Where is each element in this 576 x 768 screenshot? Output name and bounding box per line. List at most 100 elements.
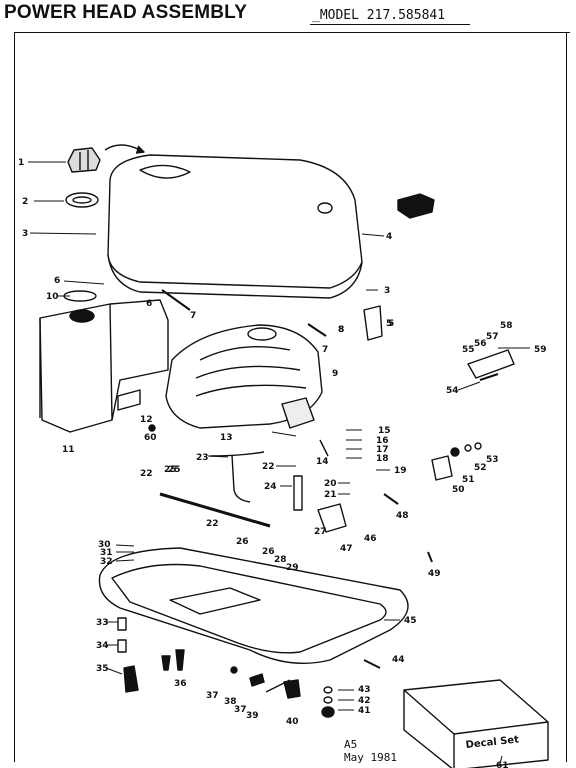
callout-50: 50 [452, 485, 465, 495]
callout-3b: 3 [384, 286, 390, 296]
throttle-rod [159, 492, 271, 528]
callout-42: 42 [358, 696, 371, 706]
callout-32: 32 [100, 557, 113, 567]
cap-gasket [65, 192, 99, 208]
callout-27: 27 [314, 527, 327, 537]
callout-25b: 25 [168, 465, 181, 475]
callout-37: 37 [206, 691, 219, 701]
choke-lever [123, 665, 139, 693]
callout-16: 16 [376, 436, 389, 446]
model-number: _MODEL 217.585841 [312, 8, 446, 23]
callout-5b: 5 [386, 319, 392, 329]
callout-60: 60 [144, 433, 157, 443]
callout-19: 19 [394, 466, 407, 476]
fuel-cap [67, 147, 101, 173]
engine-power-head [165, 324, 323, 429]
callout-11: 11 [62, 445, 75, 455]
callout-51: 51 [462, 475, 475, 485]
callout-46: 46 [364, 534, 377, 544]
callout-1: 1 [18, 158, 24, 168]
callout-29: 29 [286, 563, 299, 573]
callout-57: 57 [486, 332, 499, 342]
callout-2: 2 [22, 197, 28, 207]
callout-7: 7 [190, 311, 196, 321]
callout-23: 23 [196, 453, 209, 463]
callout-33: 33 [96, 618, 109, 628]
callout-54: 54 [446, 386, 459, 396]
callout-15: 15 [378, 426, 391, 436]
callout-47: 47 [340, 544, 353, 554]
callout-8b: 8 [338, 325, 344, 335]
engine-cover-opening [139, 164, 191, 179]
rotation-arrow [104, 144, 141, 151]
tank-bracket [117, 389, 141, 411]
callout-58: 58 [500, 321, 513, 331]
callout-37b: 37 [234, 705, 247, 715]
callout-18: 18 [376, 454, 389, 464]
decal-set-box [403, 679, 549, 768]
callout-6b: 6 [146, 299, 152, 309]
callout-3: 3 [22, 229, 28, 239]
callout-labels: 1 2 3 4 3 5 6 7 8 9 10 11 12 13 14 15 16… [18, 158, 547, 768]
callout-6: 6 [54, 276, 60, 286]
callout-5: 5 [388, 319, 394, 329]
callout-22: 22 [262, 462, 275, 472]
diagram-title: POWER HEAD ASSEMBLY [4, 2, 248, 23]
callout-28: 28 [274, 555, 287, 565]
lower-cowl-pan [98, 547, 409, 664]
callout-13: 13 [220, 433, 233, 443]
fuel-tank [39, 299, 169, 433]
callout-53: 53 [486, 455, 499, 465]
callout-9: 9 [332, 369, 338, 379]
callout-56: 56 [474, 339, 487, 349]
callout-44: 44 [392, 655, 405, 665]
cover-latch-bracket [467, 349, 515, 379]
choke-knob [283, 679, 301, 699]
carburetor [281, 397, 315, 429]
callout-8: 8 [338, 325, 344, 335]
callout-10: 10 [46, 292, 59, 302]
callout-26b: 26 [262, 547, 275, 557]
callout-12: 12 [140, 415, 153, 425]
callout-14: 14 [316, 457, 329, 467]
page-code: A5 [344, 738, 358, 751]
fuel-line [209, 451, 265, 457]
callout-31: 31 [100, 548, 113, 558]
frame-border-right [566, 32, 567, 762]
tank-filler-neck [69, 309, 95, 323]
callout-45: 45 [404, 616, 417, 626]
callout-59: 59 [534, 345, 547, 355]
callout-35: 35 [96, 664, 109, 674]
callout-4: 4 [386, 232, 392, 242]
frame-border-top [14, 32, 570, 33]
engine-cover-vent [317, 202, 333, 214]
cover-latch-handle [397, 193, 435, 219]
callout-61: 61 [496, 761, 509, 768]
callout-43: 43 [358, 685, 371, 695]
engine-cover-rim [107, 254, 363, 299]
callout-38: 38 [224, 697, 237, 707]
callout-22c: 22 [206, 519, 219, 529]
callout-34: 34 [96, 641, 109, 651]
callout-41: 41 [358, 706, 371, 716]
callout-49: 49 [428, 569, 441, 579]
callout-40: 40 [286, 717, 299, 727]
callout-30: 30 [98, 540, 111, 550]
callout-25: 25 [164, 465, 177, 475]
callout-39: 39 [246, 711, 259, 721]
callout-7b: 7 [322, 345, 328, 355]
revision-date: May 1981 [344, 751, 397, 764]
callout-55: 55 [462, 345, 475, 355]
callout-24: 24 [264, 482, 277, 492]
callout-26: 26 [236, 537, 249, 547]
callout-48: 48 [396, 511, 409, 521]
frame-border-left [14, 32, 15, 762]
callout-36: 36 [174, 679, 187, 689]
callout-22b: 22 [140, 469, 153, 479]
callout-20: 20 [324, 479, 337, 489]
callout-21: 21 [324, 490, 337, 500]
model-underline [310, 24, 470, 25]
callout-17: 17 [376, 445, 389, 455]
callout-52: 52 [474, 463, 487, 473]
